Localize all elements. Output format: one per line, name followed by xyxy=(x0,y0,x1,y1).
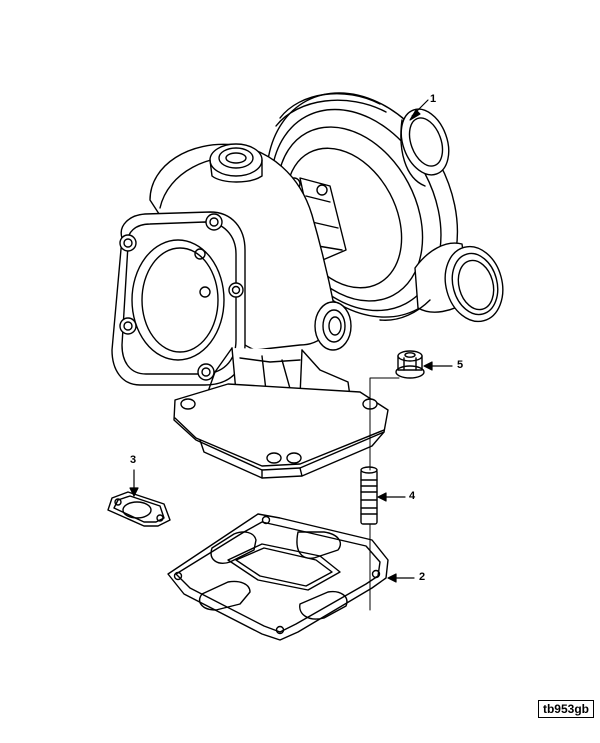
small-gasket xyxy=(107,491,171,527)
callout-3: 3 xyxy=(130,454,137,466)
callout-5: 5 xyxy=(457,359,464,371)
arrow-3 xyxy=(129,487,139,497)
alignment-lines xyxy=(369,377,400,611)
compressor-outlet xyxy=(379,242,504,323)
arrow-5 xyxy=(423,361,433,371)
turbine-inlet-flange xyxy=(173,383,389,479)
turbocharger-assembly xyxy=(111,92,504,479)
arrow-4 xyxy=(377,492,387,502)
arrow-2 xyxy=(387,573,397,583)
stud xyxy=(360,466,378,525)
turbine-outlet-flange xyxy=(111,211,246,386)
turbine-side-port xyxy=(314,301,352,351)
flange-nut xyxy=(395,350,425,379)
exhaust-manifold-gasket xyxy=(167,513,389,641)
leader-lines xyxy=(129,99,453,583)
callout-4: 4 xyxy=(409,490,416,502)
compressor-inlet xyxy=(400,108,450,187)
callout-1: 1 xyxy=(430,93,437,105)
arrow-1 xyxy=(409,109,421,121)
figure-id-label: tb953gb xyxy=(537,700,594,718)
callout-2: 2 xyxy=(419,571,426,583)
